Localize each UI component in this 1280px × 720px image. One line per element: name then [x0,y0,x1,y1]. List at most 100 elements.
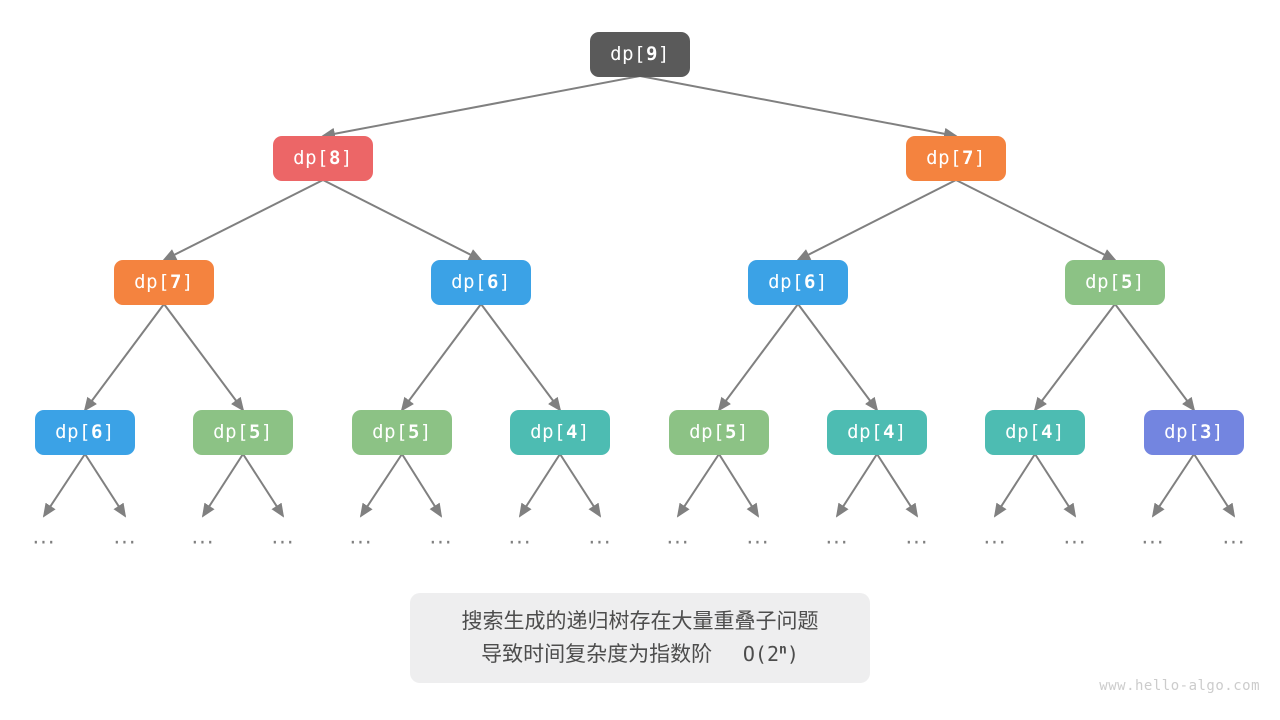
tree-edge [201,453,244,518]
tree-edge [322,179,483,261]
ellipsis-marker: ... [588,524,612,549]
tree-node-dp4: dp[4] [510,409,610,455]
tree-edge [162,179,324,261]
node-label-index: 5 [407,421,420,443]
node-label-prefix: dp[ [689,421,725,443]
ellipsis-marker: ... [508,524,532,549]
tree-node-dp6: dp[6] [748,259,848,305]
node-label-index: 9 [645,43,658,65]
node-label-index: 5 [724,421,737,443]
complexity-prefix: O(2 [742,642,780,666]
node-label-prefix: dp[ [768,271,804,293]
node-label-index: 6 [486,271,499,293]
node-label-index: 4 [565,421,578,443]
node-label-prefix: dp[ [134,271,170,293]
ellipsis-marker: ... [32,524,56,549]
node-label-suffix: ] [973,147,986,169]
complexity-formula: O(2n) [719,642,799,666]
node-label-suffix: ] [894,421,907,443]
node-label-index: 5 [1120,271,1133,293]
node-label-prefix: dp[ [1085,271,1121,293]
node-label-suffix: ] [498,271,511,293]
tree-edge [676,453,720,518]
tree-edge [401,453,443,518]
tree-edge [1033,303,1116,412]
node-label-suffix: ] [102,421,115,443]
tree-edge [242,453,285,518]
tree-edges [42,75,1236,518]
node-label-suffix: ] [340,147,353,169]
ellipsis-marker: ... [983,524,1007,549]
tree-node-dp5: dp[5] [193,409,293,455]
tree-node-dp6: dp[6] [35,409,135,455]
ellipsis-marker: ... [666,524,690,549]
tree-edge [400,303,482,412]
tree-node-dp5: dp[5] [352,409,452,455]
node-label-index: 7 [961,147,974,169]
node-label-prefix: dp[ [293,147,329,169]
complexity-exponent: n [779,642,787,658]
node-label-prefix: dp[ [1164,421,1200,443]
tree-node-dp4: dp[4] [827,409,927,455]
node-label-index: 4 [1040,421,1053,443]
tree-node-dp4: dp[4] [985,409,1085,455]
tree-node-dp6: dp[6] [431,259,531,305]
tree-node-dp5: dp[5] [1065,259,1165,305]
caption-line-2-text: 导致时间复杂度为指数阶 [481,642,713,666]
node-label-prefix: dp[ [451,271,487,293]
tree-edge [835,453,878,518]
caption-line-1: 搜索生成的递归树存在大量重叠子问题 [461,609,819,634]
tree-edge [1114,303,1196,412]
tree-edge [796,179,957,261]
caption-box: 搜索生成的递归树存在大量重叠子问题 导致时间复杂度为指数阶 O(2n) [410,593,870,683]
tree-edge [1193,453,1236,518]
ellipsis-marker: ... [429,524,453,549]
node-label-index: 6 [803,271,816,293]
node-label-index: 4 [882,421,895,443]
ellipsis-marker: ... [746,524,770,549]
node-label-prefix: dp[ [1005,421,1041,443]
tree-edge [83,303,165,412]
tree-node-dp7: dp[7] [114,259,214,305]
ellipsis-marker: ... [1222,524,1246,549]
node-label-prefix: dp[ [847,421,883,443]
ellipsis-marker: ... [191,524,215,549]
node-label-suffix: ] [1211,421,1224,443]
node-label-index: 3 [1199,421,1212,443]
tree-edge [321,75,641,140]
tree-node-dp7: dp[7] [906,135,1006,181]
node-label-suffix: ] [657,43,670,65]
ellipsis-marker: ... [113,524,137,549]
tree-node-dp9: dp[9] [590,31,690,77]
node-label-index: 8 [328,147,341,169]
tree-edge [559,453,602,518]
tree-edge [163,303,245,412]
tree-edge [1034,453,1077,518]
tree-edge [639,75,958,140]
node-label-suffix: ] [419,421,432,443]
tree-edge [955,179,1117,261]
tree-edge [797,303,879,412]
tree-edge [718,453,760,518]
tree-edge [717,303,799,412]
tree-edge [1151,453,1195,518]
node-label-prefix: dp[ [372,421,408,443]
ellipsis-marker: ... [1063,524,1087,549]
tree-node-dp3: dp[3] [1144,409,1244,455]
node-label-prefix: dp[ [926,147,962,169]
node-label-prefix: dp[ [55,421,91,443]
tree-node-dp5: dp[5] [669,409,769,455]
tree-edge [518,453,561,518]
tree-edge [480,303,562,412]
tree-node-dp8: dp[8] [273,135,373,181]
tree-edge [993,453,1036,518]
complexity-suffix: ) [786,642,799,666]
watermark: www.hello-algo.com [1099,678,1260,694]
ellipsis-marker: ... [271,524,295,549]
node-label-index: 6 [90,421,103,443]
node-label-index: 7 [169,271,182,293]
node-label-suffix: ] [815,271,828,293]
node-label-suffix: ] [1052,421,1065,443]
